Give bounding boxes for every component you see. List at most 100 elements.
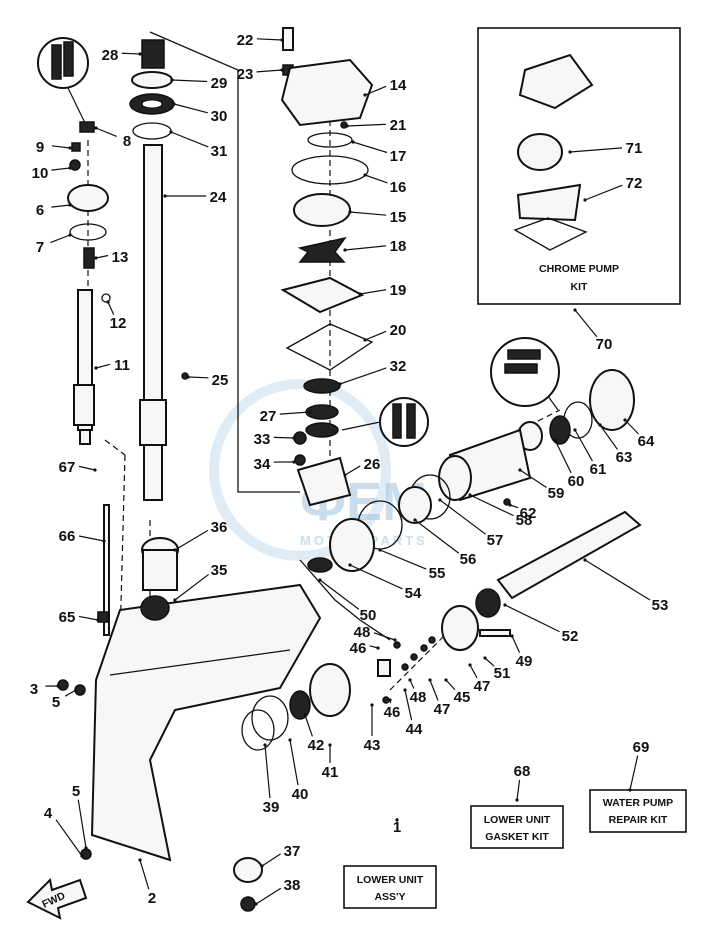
leader-arrowhead [408,678,412,682]
part-number-38: 38 [284,877,301,894]
gasket-kit-box: LOWER UNIT GASKET KIT [470,805,564,849]
leader-arrowhead [343,248,347,252]
leader-line [599,424,618,450]
leader-arrowhead [623,418,627,422]
leader-arrowhead [468,663,472,667]
leader-arrowhead [348,563,352,567]
leader-arrowhead [438,498,442,502]
part-number-72: 72 [626,175,643,192]
leader-arrowhead [508,503,512,507]
leader-arrowhead [102,539,106,543]
water-pump-repair-box: WATER PUMP REPAIR KIT [589,789,687,833]
part-number-7: 7 [36,239,44,256]
leader-arrowhead [598,423,602,427]
leader-line [51,204,71,208]
leader-arrowhead [170,78,174,82]
leader-arrowhead [518,468,522,472]
part-number-20: 20 [390,322,407,339]
propeller-shaft-group [233,337,642,912]
leader-line [95,127,117,138]
leader-arrowhead [292,436,296,440]
leader-arrowhead [56,684,60,688]
leader-line [349,211,387,216]
leader-line [51,167,71,171]
leader-line [95,254,109,259]
part-number-25: 25 [212,372,229,389]
leader-arrowhead [169,130,173,134]
leader-line [264,744,271,799]
leader-line [439,499,487,535]
leader-line [352,141,388,154]
part-number-5: 5 [72,783,80,800]
part-number-23: 23 [237,66,254,83]
leader-line [107,301,115,315]
leader-arrowhead [74,688,78,692]
leader-line [346,123,387,127]
water-pump-repair-label-1: WATER PUMP [603,797,673,809]
leader-line [519,469,547,488]
leader-arrowhead [628,788,632,792]
leader-arrowhead [163,194,167,198]
leader-line [516,779,521,801]
leader-line [373,632,396,641]
leader-arrowhead [106,300,110,304]
shift-rod [73,289,95,445]
part-number-9: 9 [36,139,44,156]
leader-arrowhead [345,124,349,128]
part-number-10: 10 [32,165,49,182]
part-number-3: 3 [30,681,38,698]
part-number-36: 36 [211,519,228,536]
leader-arrowhead [68,146,72,150]
part-number-13: 13 [112,249,129,266]
leader-arrowhead [80,854,84,858]
chrome-pump-label-2: KIT [571,281,589,293]
leader-arrowhead [351,140,355,144]
chrome-pump-kit-box: CHROME PUMP KIT [477,27,681,305]
leader-line [256,38,283,41]
leader-line [469,664,478,679]
lower-casing [57,504,322,862]
part-number-48: 48 [410,689,427,706]
leader-arrowhead [254,902,258,906]
part-number-56: 56 [460,551,477,568]
part-number-32: 32 [390,358,407,375]
part-number-2: 2 [148,890,156,907]
part-number-61: 61 [590,461,607,478]
leader-line [364,85,387,96]
leader-arrowhead [338,382,342,386]
leader-line [359,289,387,295]
part-number-18: 18 [390,238,407,255]
leader-arrowhead [395,818,399,822]
leader-arrowhead [573,428,577,432]
part-number-67: 67 [59,459,76,476]
leader-arrowhead [173,548,177,552]
leader-line [511,635,521,653]
leader-arrowhead [363,173,367,177]
leader-line [364,330,387,341]
leader-line [187,376,209,379]
chrome-pump-label-1: CHROME PUMP [539,263,619,275]
leader-line [174,529,209,551]
part-number-5: 5 [52,694,60,711]
leader-line [255,887,282,905]
leader-arrowhead [94,126,98,130]
part-number-31: 31 [211,143,228,160]
leader-line [554,439,572,474]
leader-line [404,689,413,721]
leader-arrowhead [568,150,572,154]
part-number-46: 46 [384,704,401,721]
leader-arrowhead [515,798,519,802]
leader-line [95,363,111,369]
part-number-19: 19 [390,282,407,299]
leader-arrowhead [94,366,98,370]
leader-line [429,679,439,701]
part-number-21: 21 [390,117,407,134]
part-number-53: 53 [652,597,669,614]
leader-arrowhead [280,68,284,72]
leader-line [484,657,495,667]
leader-line [584,184,623,201]
part-number-47: 47 [474,678,491,695]
leader-line [173,103,208,114]
part-number-68: 68 [514,763,531,780]
